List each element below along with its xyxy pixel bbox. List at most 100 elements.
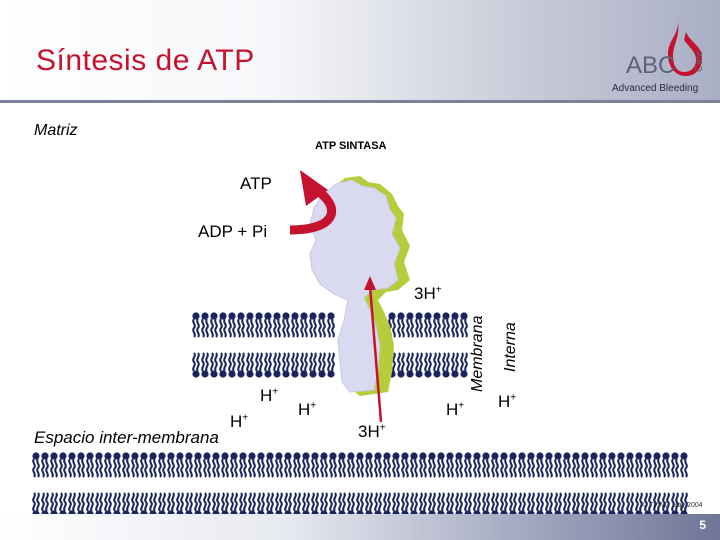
lipid-molecule — [396, 352, 406, 379]
proton-flow-arrow — [368, 285, 383, 423]
lipid-molecule — [94, 451, 104, 478]
lipid-molecule — [254, 352, 264, 379]
lipid-molecule — [218, 352, 228, 379]
lipid-molecule — [245, 352, 255, 379]
page-number: 5 — [699, 518, 706, 532]
inner-membrane-right — [387, 311, 469, 379]
lipid-molecule — [263, 352, 273, 379]
slide-title: Síntesis de ATP — [36, 44, 255, 77]
lipid-molecule — [326, 352, 336, 379]
lipid-molecule — [319, 451, 329, 478]
synthesis-arrow — [289, 186, 336, 235]
lipid-molecule — [256, 451, 266, 478]
lipid-molecule — [209, 352, 219, 379]
lipid-molecule — [317, 352, 327, 379]
lipid-molecule — [598, 451, 608, 478]
lipid-molecule — [337, 451, 347, 478]
lipid-molecule — [202, 451, 212, 478]
lipid-molecule — [391, 451, 401, 478]
lipid-molecule — [405, 311, 415, 338]
h-ion-3: H+ — [298, 400, 317, 419]
lipid-molecule — [382, 451, 392, 478]
lipid-molecule — [103, 451, 113, 478]
lipid-molecule — [308, 352, 318, 379]
h-ion-1: H+ — [260, 386, 279, 405]
lipid-molecule — [130, 451, 140, 478]
synthesis-arrowhead — [300, 170, 328, 206]
outer-membrane — [31, 451, 689, 519]
lipid-molecule — [459, 352, 469, 379]
lipid-molecule — [643, 451, 653, 478]
lipid-molecule — [254, 311, 264, 338]
lipid-molecule — [607, 451, 617, 478]
lipid-molecule — [49, 451, 59, 478]
lipid-molecule — [580, 451, 590, 478]
lipid-molecule — [346, 451, 356, 478]
three-h-lower-label: 3H+ — [358, 422, 386, 441]
lipid-molecule — [445, 451, 455, 478]
lipid-molecule — [423, 352, 433, 379]
lipid-molecule — [40, 451, 50, 478]
lipid-molecule — [679, 451, 689, 478]
lipid-molecule — [432, 311, 442, 338]
lipid-molecule — [535, 451, 545, 478]
h-ion-4: H+ — [446, 400, 465, 419]
enzyme-label: ATP SINTASA — [315, 140, 387, 152]
lipid-molecule — [211, 451, 221, 478]
lipid-molecule — [290, 311, 300, 338]
lipid-molecule — [472, 451, 482, 478]
proton-flow-arrowhead — [364, 276, 376, 290]
lipid-molecule — [148, 451, 158, 478]
header-divider — [0, 100, 720, 103]
lipid-molecule — [281, 352, 291, 379]
lipid-molecule — [191, 311, 201, 338]
lipid-molecule — [193, 451, 203, 478]
atp-synthase-enzyme — [309, 179, 401, 393]
lipid-molecule — [373, 451, 383, 478]
lipid-molecule — [218, 311, 228, 338]
lipid-molecule — [175, 451, 185, 478]
logo-drop-icon — [668, 22, 702, 76]
lipid-molecule — [454, 451, 464, 478]
lipid-molecule — [157, 451, 167, 478]
lipid-molecule — [310, 451, 320, 478]
lipid-molecule — [317, 311, 327, 338]
lipid-molecule — [490, 451, 500, 478]
lipid-molecule — [299, 311, 309, 338]
lipid-molecule — [328, 451, 338, 478]
lipid-molecule — [364, 451, 374, 478]
lipid-molecule — [405, 352, 415, 379]
lipid-molecule — [326, 311, 336, 338]
lipid-molecule — [423, 311, 433, 338]
lipid-molecule — [441, 352, 451, 379]
lipid-molecule — [229, 451, 239, 478]
lipid-molecule — [238, 451, 248, 478]
lipid-molecule — [414, 311, 424, 338]
lipid-molecule — [247, 451, 257, 478]
lipid-molecule — [396, 311, 406, 338]
lipid-molecule — [139, 451, 149, 478]
lipid-molecule — [31, 451, 41, 478]
copyright-text: © TPWG May 2004 — [642, 502, 703, 509]
lipid-molecule — [274, 451, 284, 478]
lipid-molecule — [436, 451, 446, 478]
lipid-molecule — [58, 451, 68, 478]
lipid-molecule — [441, 311, 451, 338]
lipid-molecule — [661, 451, 671, 478]
h-ion-2: H+ — [230, 412, 249, 431]
matrix-label: Matriz — [34, 122, 78, 139]
lipid-molecule — [227, 352, 237, 379]
lipid-molecule — [427, 451, 437, 478]
lipid-molecule — [526, 451, 536, 478]
lipid-molecule — [263, 311, 273, 338]
lipid-molecule — [209, 311, 219, 338]
lipid-molecule — [67, 451, 77, 478]
lipid-molecule — [281, 311, 291, 338]
lipid-molecule — [265, 451, 275, 478]
intermembrane-label: Espacio inter-membrana — [34, 428, 219, 447]
lipid-molecule — [308, 311, 318, 338]
lipid-molecule — [290, 352, 300, 379]
lipid-molecule — [236, 311, 246, 338]
lipid-molecule — [220, 451, 230, 478]
